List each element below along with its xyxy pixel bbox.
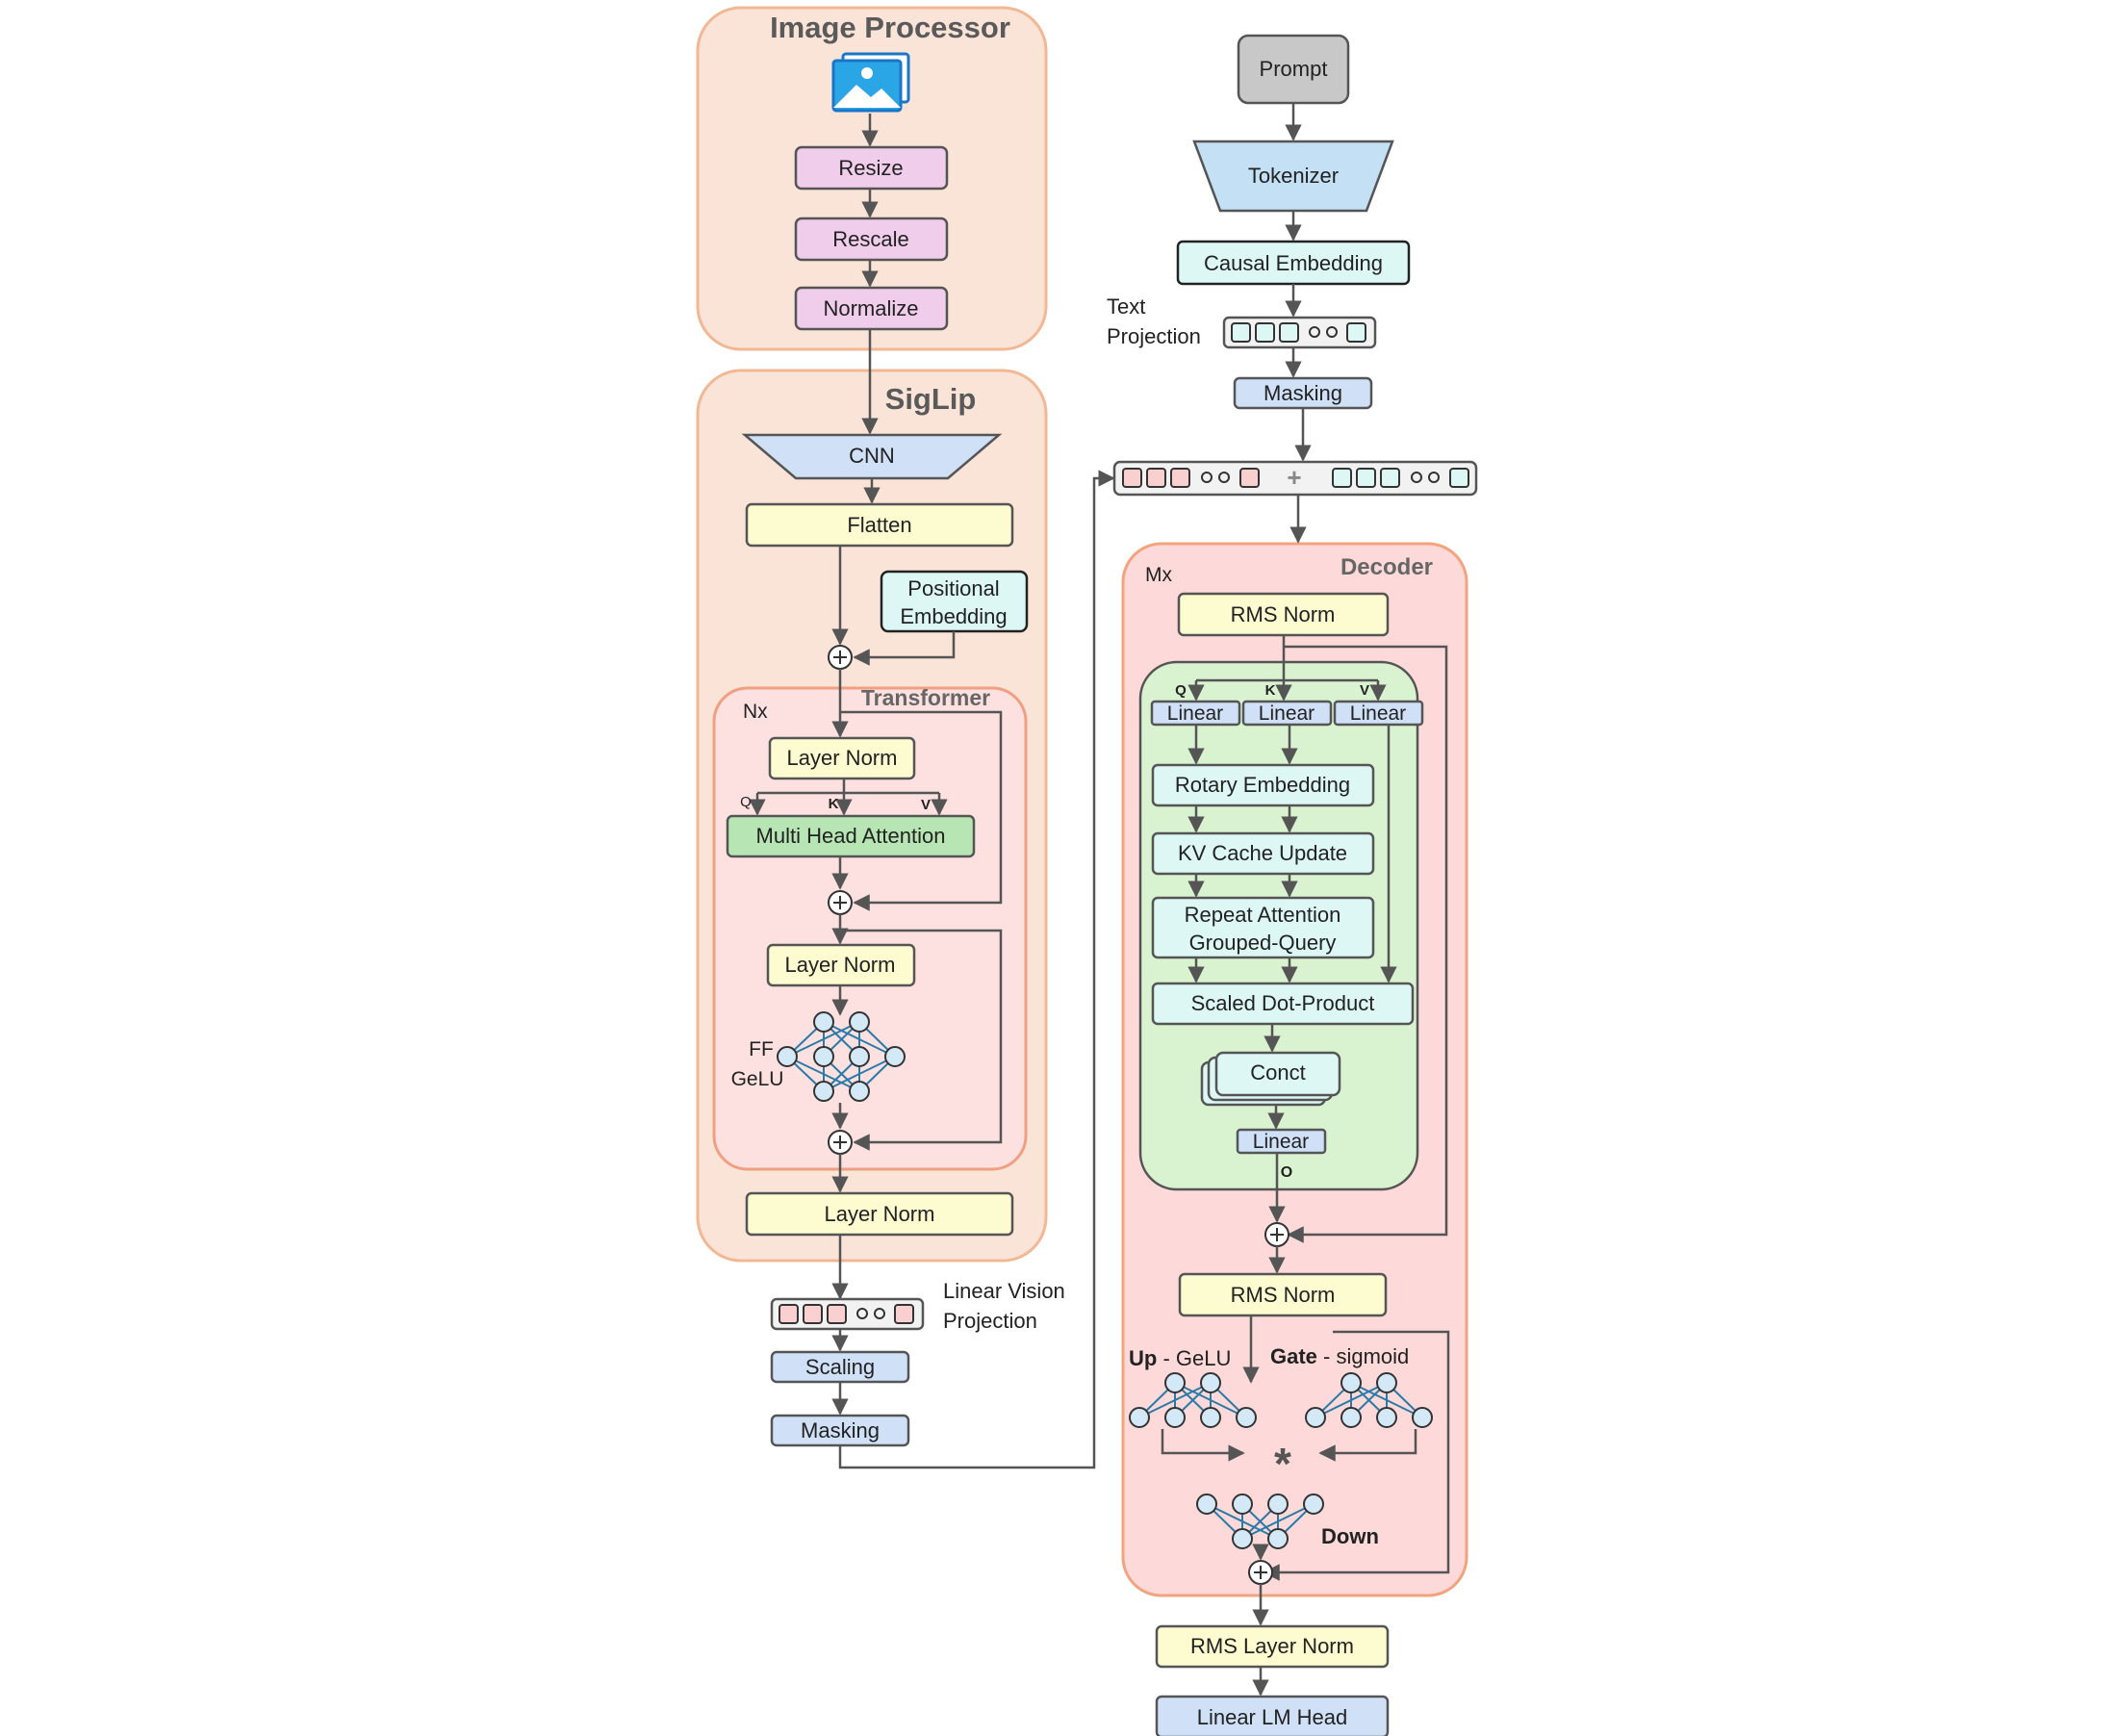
rescale-box	[794, 217, 949, 262]
output-linear-label: Linear	[1253, 1131, 1309, 1153]
prompt-label: Prompt	[1260, 57, 1328, 81]
ff-label: FF	[749, 1038, 774, 1060]
add-circle-2	[828, 890, 853, 915]
image-icon	[831, 52, 910, 113]
v-linear-label: Linear	[1350, 702, 1406, 725]
decoder-rms-norm-2	[1178, 1272, 1388, 1317]
merge-plus-symbol: +	[1287, 463, 1301, 492]
rescale-label: Rescale	[832, 227, 908, 251]
cnn-label: CNN	[849, 444, 895, 468]
multi-head-attention-label: Multi Head Attention	[756, 824, 946, 848]
tokenizer-trapezoid	[1192, 140, 1394, 213]
up-gelu-label: Up - GeLU	[1129, 1346, 1231, 1370]
vision-projection-token-strip	[770, 1297, 925, 1331]
gate-network-icon	[1305, 1372, 1433, 1428]
repeat-attention-label-2: Grouped-Query	[1189, 931, 1337, 955]
gelu-label: GeLU	[731, 1068, 784, 1090]
transformer-layer-norm-2-label: Layer Norm	[785, 953, 896, 977]
add-circle-3	[828, 1130, 853, 1155]
concat-label: Conct	[1250, 1060, 1305, 1085]
text-projection-token-strip	[1222, 316, 1377, 349]
positional-embedding-label-1: Positional	[907, 576, 999, 600]
flatten-label: Flatten	[847, 513, 911, 537]
decoder-repeat-label: Mx	[1145, 564, 1172, 586]
rotary-embedding-box	[1151, 763, 1375, 807]
linear-lm-head-box	[1155, 1695, 1390, 1736]
add-circle-1	[828, 645, 853, 670]
siglip-title: SigLip	[885, 382, 977, 416]
transformer-k-label: K	[829, 796, 839, 812]
repeat-attention-box	[1151, 896, 1375, 959]
ff-gelu-network-icon	[777, 1011, 906, 1102]
transformer-layer-norm-1-label: Layer Norm	[787, 746, 898, 770]
kv-cache-update-box	[1151, 831, 1375, 876]
down-network-icon	[1196, 1493, 1324, 1549]
v-linear-box	[1333, 700, 1424, 727]
transformer-v-label: V	[921, 797, 931, 813]
decoder-rms-norm-2-label: RMS Norm	[1231, 1283, 1336, 1307]
down-label: Down	[1321, 1524, 1379, 1548]
normalize-box	[794, 286, 949, 331]
output-o-label: O	[1281, 1164, 1292, 1181]
text-masking-label: Masking	[1264, 381, 1342, 405]
linear-lm-head-label: Linear LM Head	[1197, 1705, 1348, 1729]
vision-projection-label-2: Projection	[943, 1309, 1037, 1333]
k-linear-label: Linear	[1259, 702, 1315, 725]
image-processor-title: Image Processor	[770, 11, 1010, 44]
merged-token-strip	[1112, 460, 1478, 497]
flatten-box	[745, 502, 1014, 548]
scaled-dot-product-box	[1151, 982, 1415, 1026]
decoder-title: Decoder	[1340, 554, 1433, 580]
cnn-trapezoid	[741, 433, 1003, 480]
causal-embedding-label: Causal Embedding	[1204, 251, 1383, 275]
vision-projection-label-1: Linear Vision	[943, 1279, 1065, 1303]
decoder-add-circle-1	[1264, 1222, 1289, 1247]
decoder-q-label: Q	[1175, 682, 1187, 699]
output-linear-box	[1236, 1128, 1327, 1155]
transformer-q-label: Q	[740, 794, 752, 810]
vision-scaling-label: Scaling	[805, 1355, 875, 1379]
q-linear-label: Linear	[1167, 702, 1223, 725]
rms-layer-norm-box	[1155, 1624, 1390, 1669]
multiply-symbol: *	[1274, 1439, 1291, 1489]
repeat-attention-label-1: Repeat Attention	[1185, 903, 1341, 927]
tokenizer-label: Tokenizer	[1248, 164, 1339, 188]
vision-masking-label: Masking	[801, 1418, 880, 1442]
positional-embedding-label-2: Embedding	[900, 604, 1007, 628]
transformer-title: Transformer	[861, 685, 990, 710]
rms-layer-norm-label: RMS Layer Norm	[1190, 1634, 1354, 1658]
resize-label: Resize	[838, 156, 903, 180]
normalize-label: Normalize	[823, 296, 918, 320]
decoder-k-label: K	[1265, 682, 1276, 699]
scaled-dot-product-label: Scaled Dot-Product	[1191, 991, 1375, 1015]
siglip-final-layer-norm	[745, 1191, 1014, 1237]
decoder-v-label: V	[1360, 682, 1369, 699]
transformer-repeat-label: Nx	[743, 701, 768, 723]
siglip-final-layer-norm-label: Layer Norm	[825, 1202, 935, 1226]
rotary-embedding-label: Rotary Embedding	[1175, 773, 1350, 797]
concat-stack	[1200, 1051, 1341, 1107]
multi-head-attention-box	[726, 814, 976, 858]
k-linear-box	[1241, 700, 1333, 727]
transformer-layer-norm-1	[768, 736, 916, 780]
gate-sigmoid-label: Gate - sigmoid	[1270, 1344, 1409, 1368]
resize-box	[794, 145, 949, 191]
decoder-add-circle-2	[1248, 1560, 1273, 1585]
decoder-rms-norm-1-label: RMS Norm	[1231, 602, 1336, 626]
text-projection-label-2: Projection	[1107, 324, 1201, 348]
text-projection-label-1: Text	[1107, 294, 1145, 319]
kv-cache-update-label: KV Cache Update	[1178, 841, 1347, 865]
up-network-icon	[1129, 1372, 1257, 1428]
